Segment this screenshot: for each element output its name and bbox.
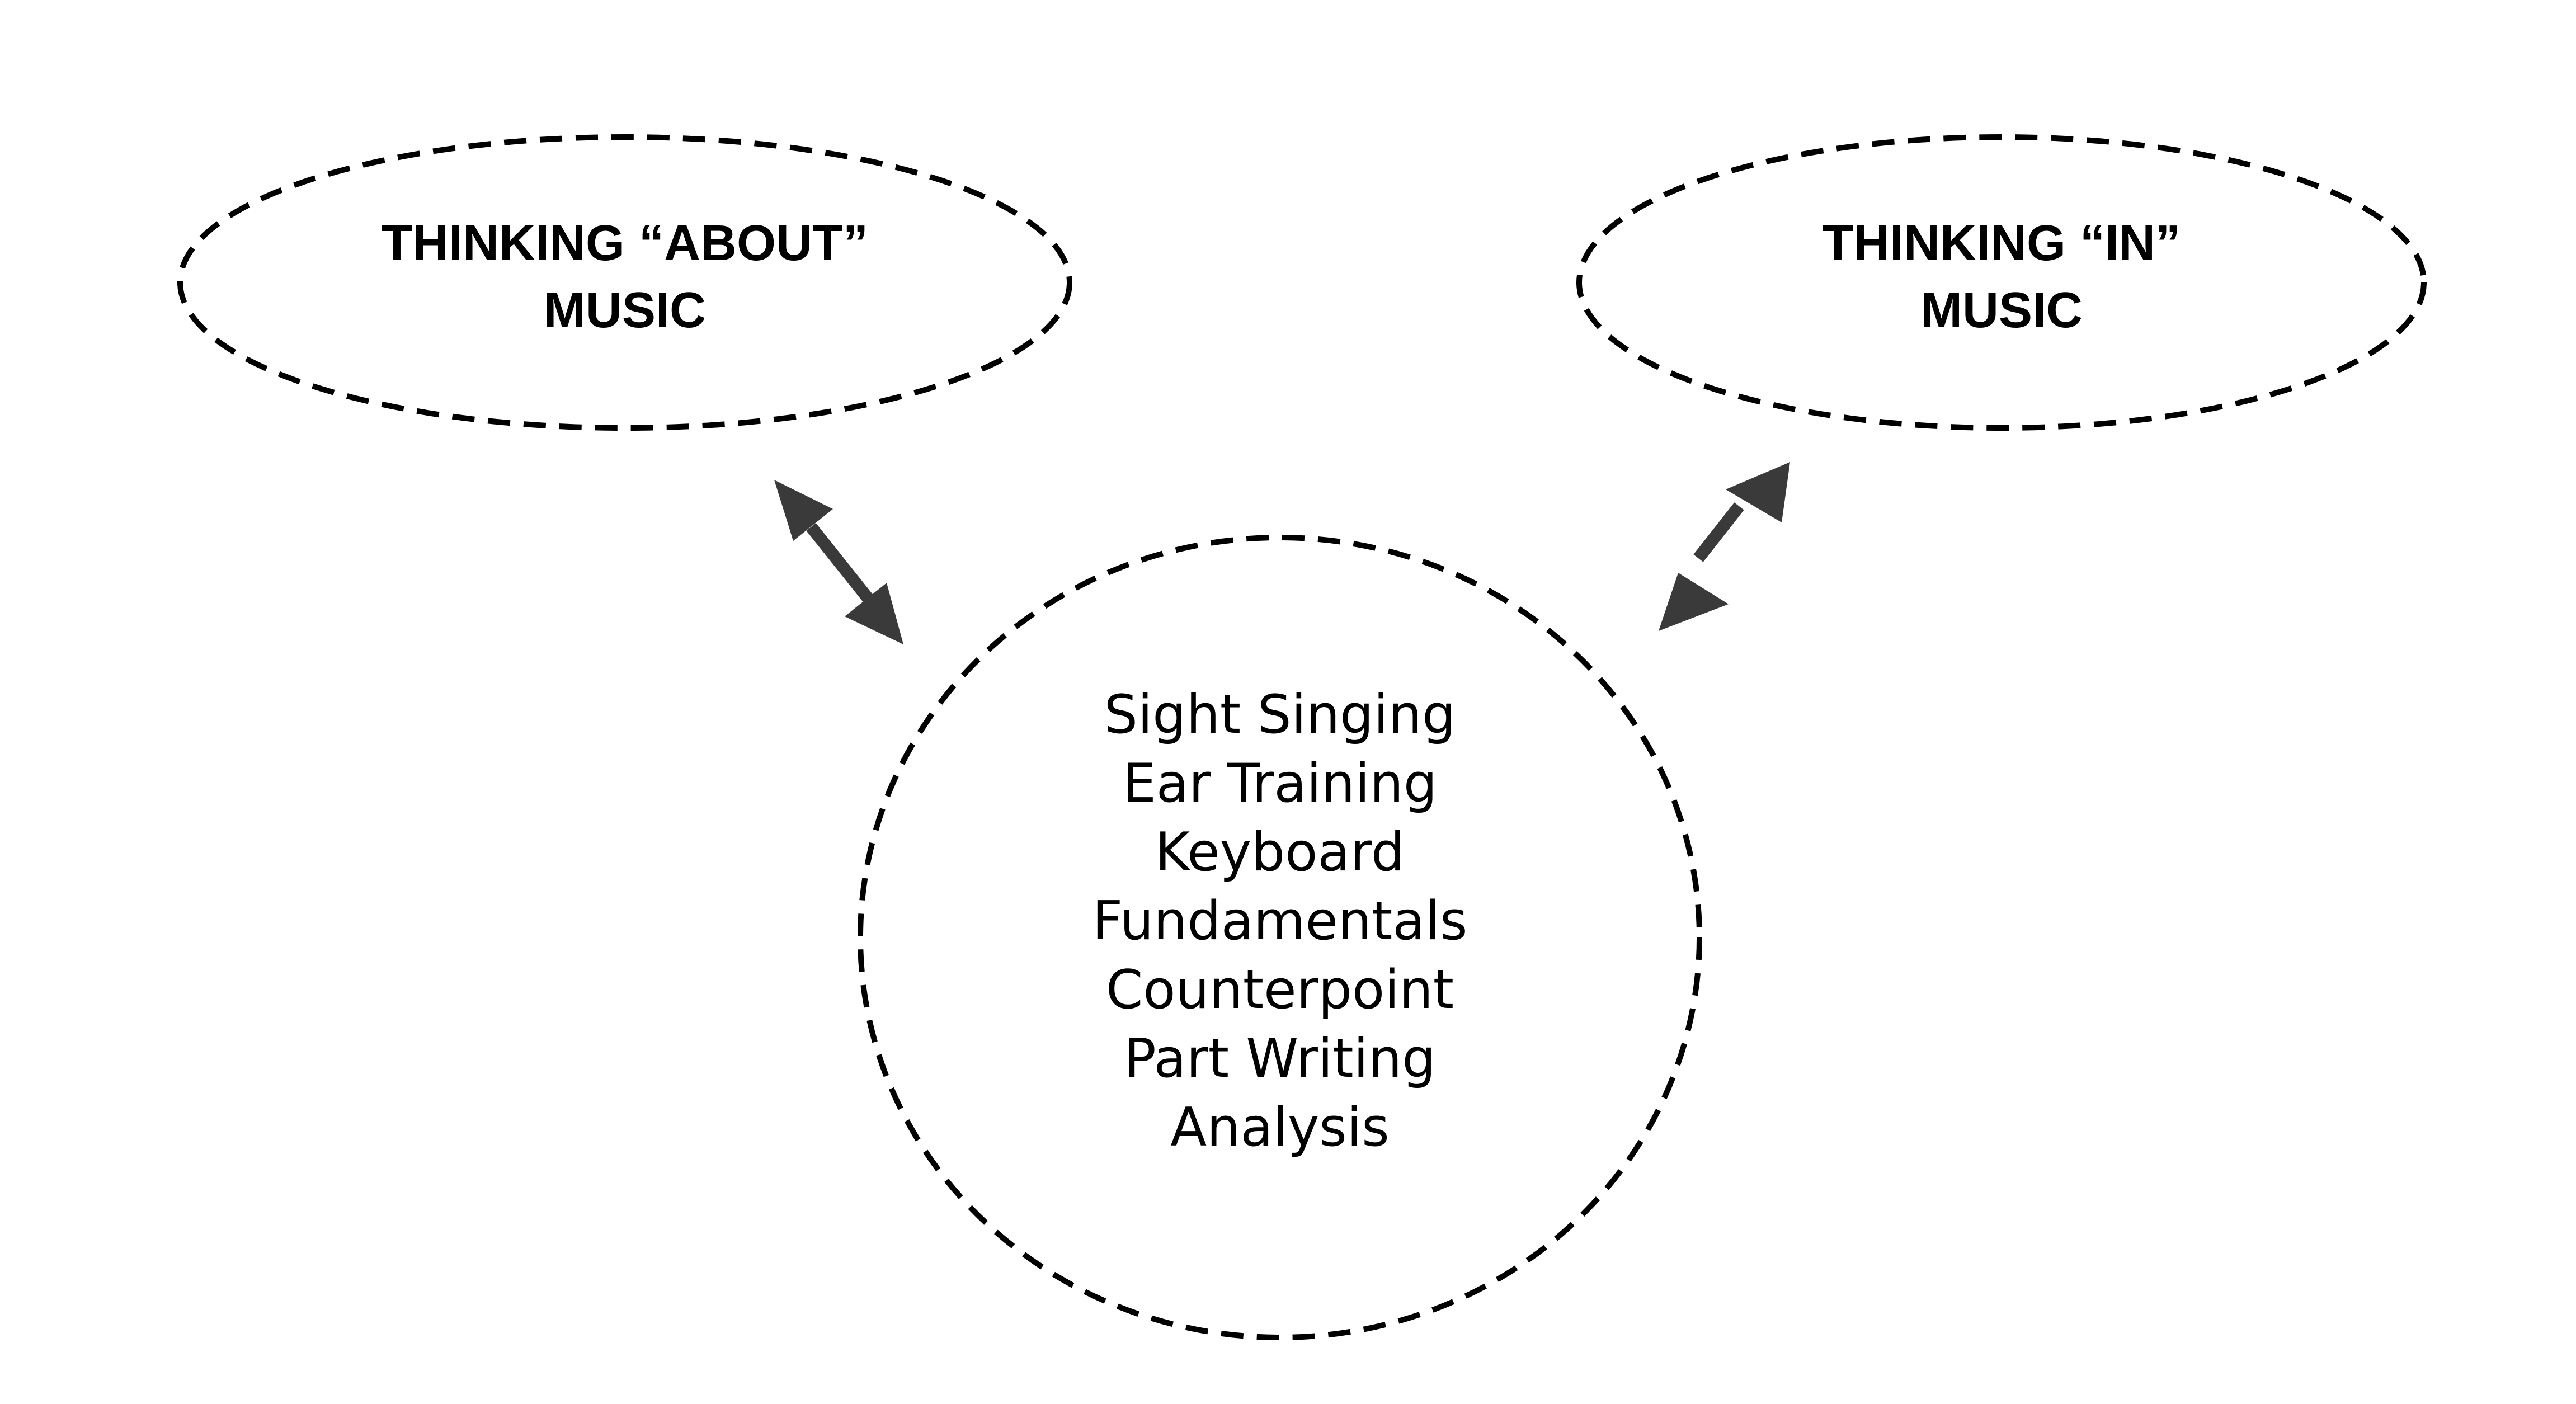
- thinking-in-music-label-line-2: MUSIC: [1920, 282, 2083, 338]
- skills-list: Sight Singing Ear Training Keyboard Fund…: [1092, 684, 1468, 1158]
- in-to-skills-arrow: [1659, 462, 1790, 631]
- about-to-skills-arrow-head-bottom: [845, 583, 903, 644]
- in-to-skills-arrow-head-bottom: [1659, 573, 1729, 631]
- in-to-skills-arrow-shaft: [1693, 502, 1744, 562]
- thinking-about-music-label-line-1: THINKING “ABOUT”: [382, 215, 868, 271]
- thinking-in-music-node: THINKING “IN” MUSIC: [1576, 134, 2427, 431]
- skills-node: Sight Singing Ear Training Keyboard Fund…: [858, 535, 1702, 1340]
- skill-item: Analysis: [1170, 1097, 1389, 1158]
- thinking-in-music-label-line-1: THINKING “IN”: [1822, 215, 2181, 271]
- skill-item: Counterpoint: [1106, 959, 1454, 1021]
- skill-item: Fundamentals: [1092, 891, 1468, 952]
- about-to-skills-arrow: [774, 480, 903, 644]
- skill-item: Part Writing: [1124, 1028, 1435, 1090]
- about-to-skills-arrow-shaft: [806, 523, 873, 602]
- thinking-about-music-label-line-2: MUSIC: [544, 282, 706, 338]
- in-to-skills-arrow-head-top: [1726, 462, 1790, 522]
- thinking-in-music-outline: [1576, 134, 2427, 431]
- skill-item: Ear Training: [1123, 753, 1437, 814]
- thinking-about-music-node: THINKING “ABOUT” MUSIC: [177, 134, 1072, 431]
- skill-item: Keyboard: [1155, 822, 1405, 883]
- thinking-about-music-outline: [177, 134, 1072, 431]
- skill-item: Sight Singing: [1104, 684, 1456, 746]
- about-to-skills-arrow-head-top: [774, 480, 833, 541]
- skills-outline: [858, 535, 1702, 1340]
